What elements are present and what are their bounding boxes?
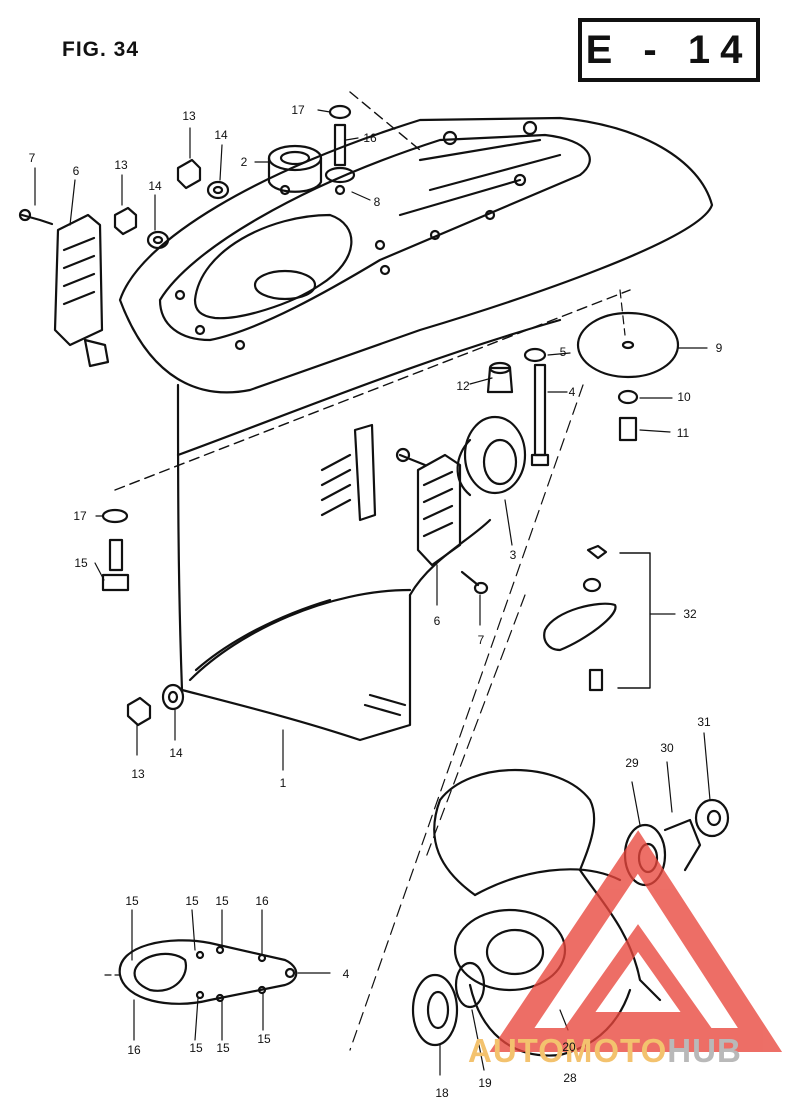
callout-18: 18: [435, 1086, 449, 1100]
callout-20: 20: [562, 1040, 576, 1054]
watermark-brand-part1: AUTOMOTO: [468, 1032, 668, 1069]
callout-16: 16: [127, 1043, 141, 1057]
callout-3: 3: [509, 548, 517, 562]
callout-8: 8: [373, 195, 381, 209]
callout-16: 16: [255, 894, 269, 908]
water-intake-screen-right: [395, 447, 462, 567]
callout-15: 15: [216, 1041, 230, 1055]
callout-15: 15: [125, 894, 139, 908]
callout-17: 17: [73, 509, 87, 523]
water-intake-screen-left: [53, 213, 110, 368]
callout-16: 16: [363, 131, 377, 145]
callout-28: 28: [563, 1071, 577, 1085]
callout-14: 14: [169, 746, 183, 760]
callout-4: 4: [342, 967, 350, 981]
callout-14: 14: [214, 128, 228, 142]
watermark-brand-part2: HUB: [667, 1032, 742, 1069]
callout-17: 17: [291, 103, 305, 117]
callout-14: 14: [148, 179, 162, 193]
callout-32: 32: [683, 607, 697, 621]
callout-6: 6: [433, 614, 441, 628]
callout-13: 13: [182, 109, 196, 123]
watermark-brand-text: AUTOMOTOHUB: [468, 1032, 742, 1070]
callout-1: 1: [279, 776, 287, 790]
callout-30: 30: [660, 741, 674, 755]
callout-5: 5: [559, 345, 567, 359]
watermark-triangle-outer: [489, 830, 783, 1052]
callout-15: 15: [189, 1041, 203, 1055]
callout-13: 13: [131, 767, 145, 781]
callout-7: 7: [477, 633, 485, 647]
callout-15: 15: [185, 894, 199, 908]
callout-31: 31: [697, 715, 711, 729]
callout-7: 7: [28, 151, 36, 165]
callout-11: 11: [676, 426, 690, 440]
section-code-box: E - 14: [578, 18, 760, 82]
callout-4: 4: [568, 385, 576, 399]
callout-9: 9: [715, 341, 723, 355]
callout-2: 2: [240, 155, 248, 169]
figure-label: FIG. 34: [62, 38, 140, 61]
callout-29: 29: [625, 756, 639, 770]
callout-15: 15: [215, 894, 229, 908]
oil-seal-housing: [456, 415, 527, 497]
callout-15: 15: [257, 1032, 271, 1046]
callout-15: 15: [74, 556, 88, 570]
section-code: E - 14: [585, 27, 753, 72]
callout-19: 19: [478, 1076, 492, 1090]
leader-lines: [34, 109, 711, 1076]
callout-12: 12: [456, 379, 470, 393]
needle-bearing: [267, 144, 323, 193]
gear-case-housing: [114, 91, 714, 742]
callout-6: 6: [72, 164, 80, 178]
callout-13: 13: [114, 158, 128, 172]
callout-10: 10: [677, 390, 691, 404]
watermark-triangle-inner: [564, 924, 712, 1028]
gear-case-top-view-inset: [104, 939, 298, 1005]
